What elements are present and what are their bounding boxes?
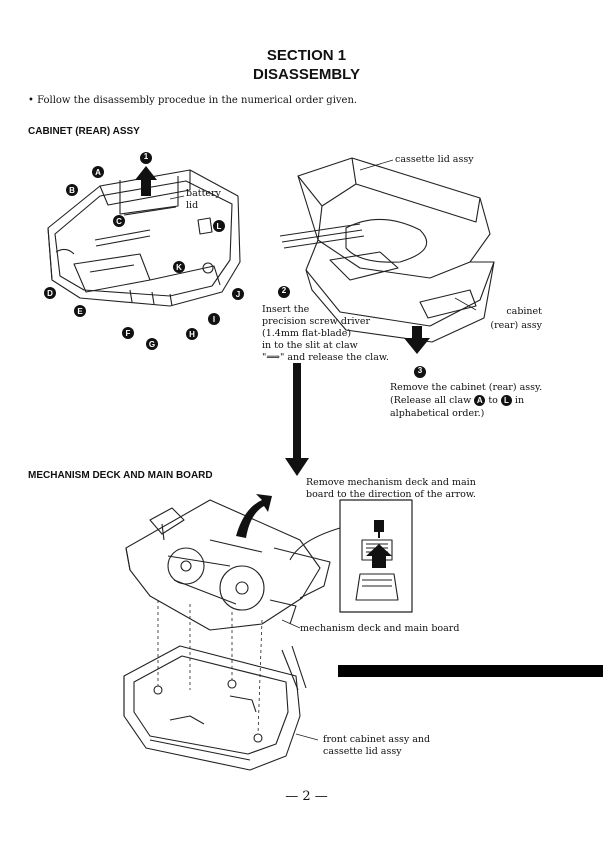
- mechanism-instruction-1: Remove mechanism deck and main: [306, 477, 476, 488]
- claw-l-badge: L: [500, 395, 512, 406]
- svg-text:C: C: [116, 217, 122, 226]
- page-title: DISASSEMBLY: [253, 66, 360, 83]
- step3-prefix: (Release all claw: [390, 395, 472, 406]
- svg-text:I: I: [213, 315, 215, 324]
- step1-badge: [140, 152, 152, 164]
- step2-line-1: Insert the: [262, 304, 310, 315]
- black-bar: [338, 665, 603, 677]
- step3-arrow: [404, 326, 430, 354]
- section-number: SECTION 1: [266, 47, 347, 64]
- svg-text:A: A: [95, 168, 101, 177]
- front-cabinet-drawing: [123, 645, 307, 771]
- svg-text:B: B: [69, 186, 75, 195]
- cabinet-heading: CABINET (REAR) ASSY: [28, 126, 140, 137]
- step3-line-3: alphabetical order.): [390, 408, 485, 419]
- mechanism-instruction-2: board to the direction of the arrow.: [306, 489, 476, 500]
- step1-arrow: [135, 166, 157, 196]
- step1-number: 1: [143, 152, 149, 161]
- step3-suffix: in: [514, 395, 525, 406]
- cassette-lid-label: cassette lid assy: [395, 154, 474, 165]
- svg-text:J: J: [236, 290, 240, 299]
- mechanism-heading: MECHANISM DECK AND MAIN BOARD: [28, 470, 213, 481]
- step3-line-2: (Release all claw A to L in: [390, 395, 524, 407]
- svg-text:H: H: [189, 330, 195, 339]
- step3-badge: [414, 366, 426, 378]
- step3-line-1: Remove the cabinet (rear) assy.: [390, 382, 543, 393]
- step2-line-4: in to the slit at claw: [262, 340, 358, 351]
- page-number: — 2 —: [285, 789, 328, 804]
- step3-mid: to: [488, 395, 498, 406]
- svg-text:F: F: [126, 329, 131, 338]
- step2-line-3: (1.4mm flat-blade): [262, 328, 352, 339]
- step2-line-5: "⟹" and release the claw.: [262, 352, 389, 363]
- front-cabinet-label-1: front cabinet assy and: [323, 734, 431, 745]
- connector-inset-drawing: [289, 499, 413, 613]
- claw-badges: A B C D E F G H I J K L: [44, 166, 244, 350]
- step2-line-2: precision screw driver: [262, 316, 371, 327]
- svg-text:E: E: [77, 307, 83, 316]
- step2-badge: [278, 286, 290, 298]
- svg-text:D: D: [47, 289, 53, 298]
- claw-a-badge: A: [474, 395, 486, 406]
- svg-text:K: K: [176, 263, 182, 272]
- svg-text:G: G: [149, 340, 155, 349]
- step2-number: 2: [281, 286, 287, 295]
- intro-note: • Follow the disassembly procedue in the…: [28, 95, 358, 106]
- battery-lid-label: battery lid: [186, 188, 221, 211]
- cabinet-open-drawing: [279, 157, 495, 343]
- deck-label: mechanism deck and main board: [300, 623, 460, 634]
- front-cabinet-label-2: cassette lid assy: [323, 746, 402, 757]
- mechanism-deck-drawing: [125, 499, 331, 631]
- flow-down-arrow: [285, 363, 309, 476]
- lift-arrow: [236, 494, 272, 538]
- svg-text:L: L: [217, 222, 222, 231]
- step3-number: 3: [417, 366, 423, 375]
- cabinet-rear-label: cabinet (rear) assy: [490, 306, 542, 331]
